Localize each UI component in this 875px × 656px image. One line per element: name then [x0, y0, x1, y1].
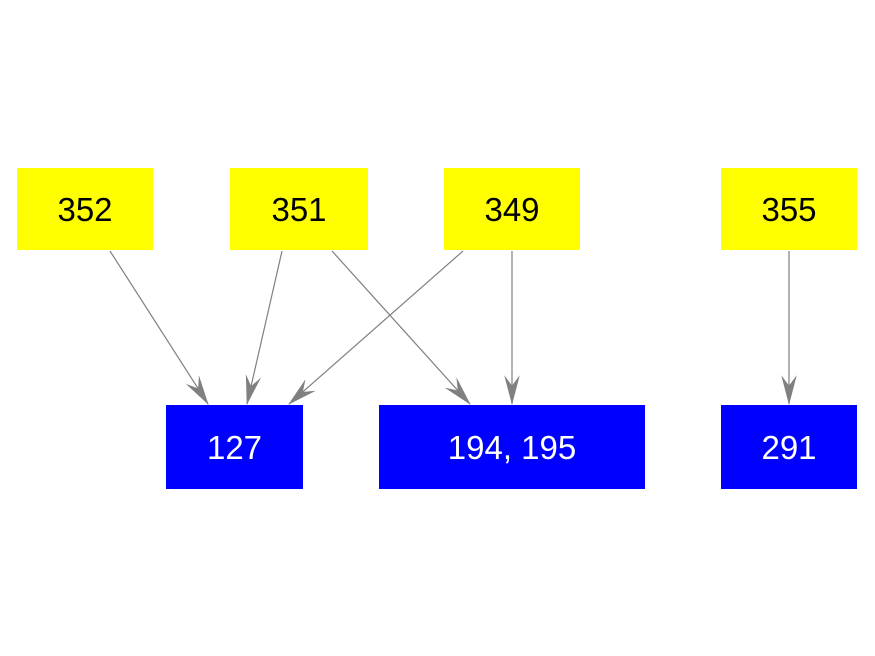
edge-351-to-194_195	[331, 250, 471, 405]
node-355: 355	[721, 168, 857, 250]
edge-351-to-127	[245, 250, 283, 406]
node-label-127: 127	[206, 428, 263, 466]
node-127: 127	[166, 405, 303, 489]
node-194_195: 194, 195	[379, 405, 645, 489]
node-label-352: 352	[57, 190, 113, 228]
node-label-355: 355	[761, 190, 817, 228]
edge-352-to-127	[109, 250, 209, 405]
node-291: 291	[721, 405, 857, 489]
node-label-349: 349	[484, 190, 540, 228]
node-352: 352	[17, 168, 153, 250]
node-label-291: 291	[761, 428, 817, 466]
node-349: 349	[444, 168, 580, 250]
edge-349-to-127	[288, 250, 464, 405]
edge-group	[109, 250, 797, 406]
node-label-351: 351	[271, 190, 327, 228]
node-label-194_195: 194, 195	[447, 428, 577, 466]
node-351: 351	[230, 168, 368, 250]
